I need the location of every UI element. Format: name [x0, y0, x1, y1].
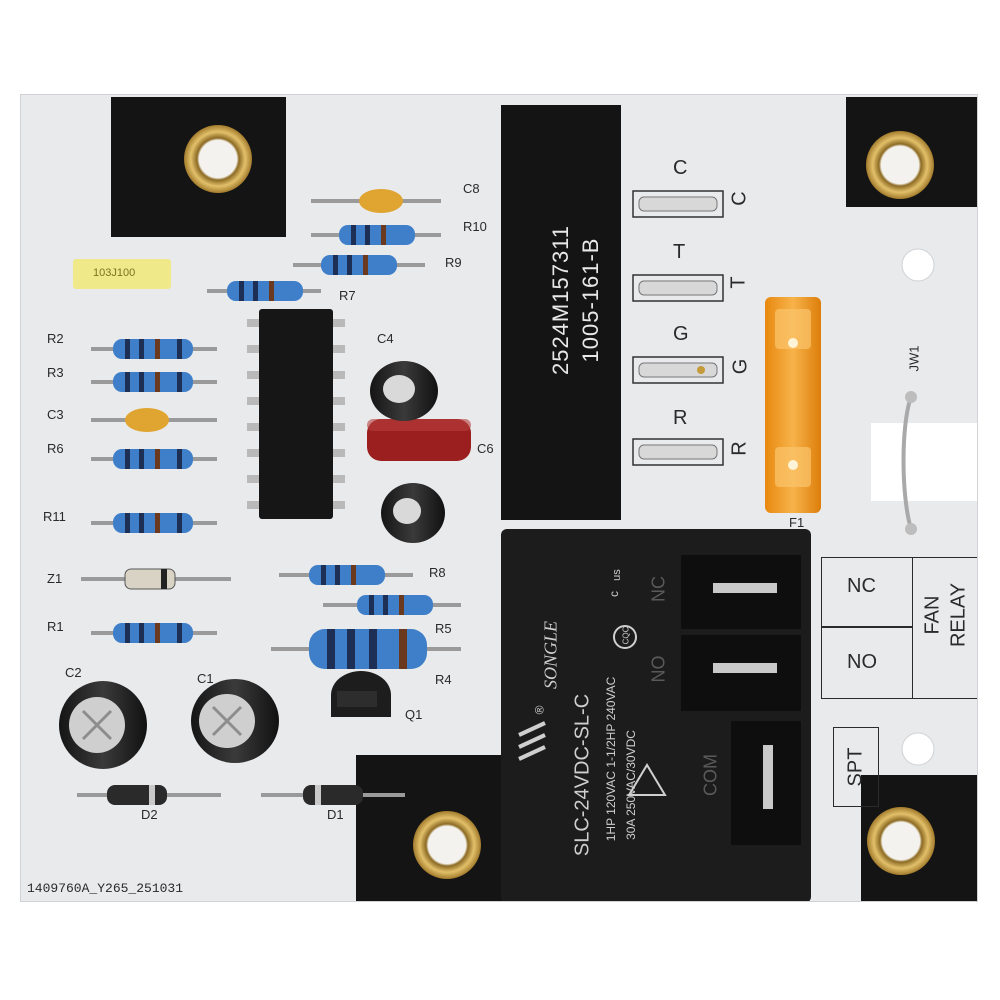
- label-r9: R9: [445, 255, 462, 270]
- relay-registered-mark: ®: [532, 705, 547, 715]
- label-c4: C4: [377, 331, 394, 346]
- board-serial: 1409760A_Y265_251031: [27, 881, 184, 896]
- label-r4: R4: [435, 672, 452, 687]
- relay-com-mark: COM: [700, 754, 721, 796]
- label-c8: C8: [463, 181, 480, 196]
- resistor-r6: [91, 449, 217, 469]
- label-r10: R10: [463, 219, 487, 234]
- board-slot: [871, 423, 977, 501]
- diode-d2: [77, 785, 221, 805]
- resistor-r11: [91, 513, 217, 533]
- label-r2: R2: [47, 331, 64, 346]
- resistor-r10: [311, 225, 441, 245]
- mount-hole-right-lower: [901, 732, 935, 766]
- capacitor-c3: [91, 408, 217, 432]
- resistor-r5: [323, 595, 461, 615]
- relay-model: SLC-24VDC-SL-C: [571, 693, 594, 857]
- capacitor-c1: [191, 679, 279, 763]
- relay-rating-1: 1HP 120VAC 1-1/2HP 240VAC: [604, 676, 618, 842]
- ic-label-block: [501, 105, 621, 520]
- relay-no-mark: NO: [648, 655, 669, 683]
- ic-chip: [247, 309, 345, 519]
- label-d1: D1: [327, 807, 344, 822]
- nc-silk-box: [821, 557, 913, 627]
- circuit-board: 2524M157311 1005-161-B 1409760A_Y265_251…: [20, 94, 978, 902]
- label-r11: R11: [43, 509, 66, 524]
- resistor-r2: [91, 339, 217, 359]
- label-d2: D2: [141, 807, 158, 822]
- resistor-r3: [91, 372, 217, 392]
- relay-nc-mark: NC: [648, 576, 669, 602]
- capacitor-c2: [59, 681, 147, 769]
- no-silk-box: [821, 627, 913, 699]
- resistor-r7: [207, 281, 321, 301]
- terminal-r: [632, 438, 724, 466]
- relay-brand: SONGLE: [540, 620, 561, 690]
- resistor-r4: [271, 629, 461, 669]
- brass-grommet-bottom-right: [867, 807, 935, 875]
- no-label: NO: [847, 651, 877, 673]
- terminal-g-top-label: G: [673, 323, 689, 345]
- relay-cqc-mark: CQC: [621, 626, 631, 645]
- brass-grommet-top-left: [184, 125, 252, 193]
- label-f1: F1: [789, 515, 805, 530]
- label-r8: R8: [429, 565, 446, 580]
- relay-rating-2: 30A 250VAC/30VDC: [624, 730, 638, 840]
- resistor-r8: [279, 565, 413, 585]
- terminal-t: [632, 274, 724, 302]
- label-r3: R3: [47, 365, 64, 380]
- capacitor-c5: [381, 483, 445, 543]
- capacitor-c6: [367, 419, 471, 461]
- label-c3: C3: [47, 407, 64, 422]
- terminal-c-top-label: C: [673, 157, 688, 179]
- capacitor-c4: [370, 361, 438, 421]
- label-r1: R1: [47, 619, 64, 634]
- label-r6: R6: [47, 441, 64, 456]
- nc-label: NC: [847, 575, 876, 597]
- label-q1: Q1: [405, 707, 423, 722]
- label-c6: C6: [477, 441, 494, 456]
- terminal-g: [632, 356, 724, 384]
- diode-d1: [261, 785, 405, 805]
- label-c1: C1: [197, 671, 214, 686]
- mount-hole-right-upper: [901, 248, 935, 282]
- component-artwork: [59, 125, 935, 901]
- spt-silk-box: [833, 727, 879, 807]
- terminal-t-top-label: T: [673, 241, 686, 263]
- brass-grommet-top-right: [866, 131, 934, 199]
- jumper-jw1: [901, 391, 917, 535]
- brass-grommet-bottom-center: [413, 811, 481, 879]
- resistor-r9: [293, 255, 425, 275]
- yellow-capacitor-marking: 103J100: [93, 267, 136, 279]
- zener-diode-z1: [81, 568, 231, 590]
- label-r7: R7: [339, 288, 356, 303]
- yellow-capacitor: [73, 259, 171, 289]
- label-z1: Z1: [47, 571, 63, 586]
- capacitor-c8: [311, 189, 441, 213]
- fuse-f1: [765, 297, 821, 513]
- relay-body: [501, 529, 811, 901]
- resistor-r1: [91, 623, 217, 643]
- terminal-r-top-label: R: [673, 407, 688, 429]
- transistor-q1: [331, 671, 391, 717]
- label-r5: R5: [435, 621, 452, 636]
- relay-ul-us: us: [610, 569, 623, 581]
- relay-ul-mark: c: [607, 591, 621, 597]
- terminal-c: [632, 190, 724, 218]
- label-c2: C2: [65, 665, 82, 680]
